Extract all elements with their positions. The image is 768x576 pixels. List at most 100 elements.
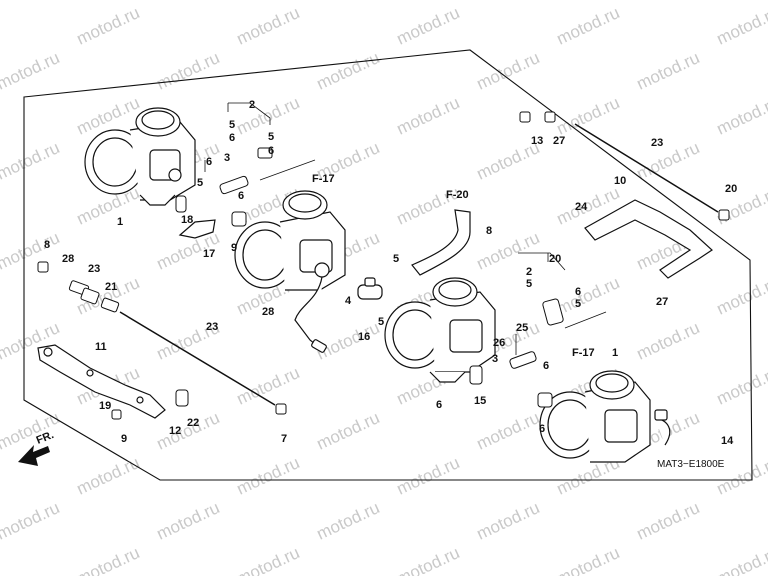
watermark-text: motod.ru [394, 543, 463, 576]
part-label: 28 [62, 253, 74, 265]
carburetor-17 [84, 107, 196, 206]
part-label: 6 [238, 190, 244, 202]
watermark-text: motod.ru [474, 228, 543, 274]
part-label: 14 [721, 435, 734, 447]
watermark-text: motod.ru [234, 453, 303, 499]
ref-f17-lower: F-17 [572, 347, 595, 359]
part-label: 8 [44, 239, 50, 251]
diagram-code: MAT3−E1800E [657, 459, 725, 470]
part-label: 7 [281, 433, 287, 445]
watermark-text: motod.ru [554, 3, 623, 49]
part-label: 5 [378, 316, 384, 328]
ref-f20: F-20 [446, 189, 469, 201]
carburetor-15 [384, 277, 496, 383]
watermark-text: motod.ru [634, 318, 703, 364]
leader-lines [204, 102, 607, 355]
watermark-text: motod.ru [714, 543, 768, 576]
part-label: 6 [206, 156, 212, 168]
watermark-text: motod.ru [474, 0, 543, 4]
watermark-text: motod.ru [714, 363, 768, 409]
watermark-text: motod.ru [74, 543, 143, 576]
watermark-text: motod.ru [394, 93, 463, 139]
part-label: 5 [229, 119, 235, 131]
part-label: 23 [206, 321, 218, 333]
watermark-text: motod.ru [314, 48, 383, 94]
part-label: 6 [229, 132, 235, 144]
part-label: 5 [197, 177, 203, 189]
part-label: 9 [121, 433, 127, 445]
part-label: 9 [231, 242, 237, 254]
watermark-text: motod.ru [0, 48, 62, 94]
part-label: 6 [0, 0, 6, 3]
part-label: 15 [474, 395, 486, 407]
hose-25 [411, 209, 471, 276]
watermark-text: motod.ru [234, 543, 303, 576]
part-label: 20 [549, 253, 561, 265]
choke-shaft-10 [574, 123, 719, 213]
part-label: 6 [268, 145, 274, 157]
watermark-text: motod.ru [314, 0, 383, 4]
watermark-text: motod.ru [474, 408, 543, 454]
part-label: 10 [614, 175, 626, 187]
watermark-text: motod.ru [314, 498, 383, 544]
ref-f17-upper: F-17 [312, 173, 335, 185]
watermark-text: motod.ru [554, 273, 623, 319]
watermark-text: motod.ru [74, 453, 143, 499]
part-label: 3 [492, 353, 498, 365]
watermark-text: motod.ru [0, 228, 62, 274]
watermark-text: motod.ru [634, 48, 703, 94]
assembly-frame [23, 49, 753, 481]
part-label: 24 [575, 201, 588, 213]
part-label: 5 [393, 253, 399, 265]
part-label: 6 [539, 423, 545, 435]
watermark-text: motod.ru [394, 3, 463, 49]
watermark-text: motod.ru [474, 48, 543, 94]
part-label: 11 [95, 341, 107, 353]
carburetor-14 [539, 370, 671, 463]
watermark-text: motod.ru [74, 3, 143, 49]
watermark-text: motod.ru [714, 273, 768, 319]
fuel-joint-4 [357, 277, 383, 300]
springs [175, 195, 553, 408]
watermark-text: motod.ru [314, 408, 383, 454]
watermark-text: motod.ru [714, 93, 768, 139]
link-plate-19 [37, 344, 166, 419]
hose-24 [584, 199, 713, 279]
watermark-text: motod.ru [0, 138, 62, 184]
part-label: 5 [526, 278, 532, 290]
part-label: 27 [553, 135, 565, 147]
watermark-text: motod.ru [154, 498, 223, 544]
watermark-text: motod.ru [634, 138, 703, 184]
part-label: 3 [224, 152, 230, 164]
watermark-text: motod.ru [154, 0, 223, 4]
watermark-text: motod.ru [554, 543, 623, 576]
part-label: 23 [88, 263, 100, 275]
part-label: 2 [526, 266, 532, 278]
watermark-text: motod.ru [314, 318, 383, 364]
part-label: 23 [651, 137, 663, 149]
watermark-text: motod.ru [714, 183, 768, 229]
part-label: 6 [436, 399, 442, 411]
part-label: 17 [203, 248, 215, 260]
watermark-text: motod.ru [634, 498, 703, 544]
part-label: 6 [575, 286, 581, 298]
watermark-text: motod.ru [0, 408, 62, 454]
part-label: 2 [249, 99, 255, 111]
part-label: 20 [725, 183, 737, 195]
throttle-shaft-11 [119, 311, 276, 406]
part-label: 4 [345, 295, 352, 307]
watermark-text: motod.ru [154, 408, 223, 454]
part-label: 25 [516, 322, 528, 334]
part-label: 1 [117, 216, 123, 228]
carburetor-16 [234, 190, 346, 353]
part-label: 1 [612, 347, 618, 359]
part-label: 5 [575, 298, 581, 310]
part-label: 22 [187, 417, 199, 429]
part-label: 27 [656, 296, 668, 308]
watermark-text: motod.ru [714, 3, 768, 49]
watermark-text: motod.ru [154, 48, 223, 94]
part-label: 16 [358, 331, 370, 343]
watermark-text: motod.ru [234, 3, 303, 49]
